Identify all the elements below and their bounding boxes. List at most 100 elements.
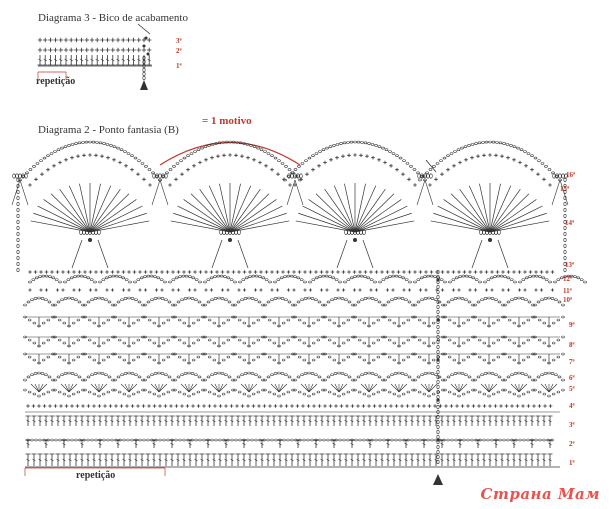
chain-symbol: [496, 390, 501, 394]
single-crochet-symbol: [317, 404, 322, 408]
chain-symbol: [106, 318, 111, 322]
double-crochet-bar: [32, 419, 36, 423]
chain-symbol: [32, 392, 37, 396]
chain-symbol: [561, 352, 565, 356]
chain-symbol: [483, 297, 488, 300]
chain-symbol: [12, 173, 16, 179]
chain-symbol: [503, 378, 507, 382]
chain-symbol: [393, 297, 398, 300]
chain-symbol: [497, 300, 502, 304]
chain-symbol: [443, 315, 447, 319]
chain-symbol: [227, 300, 232, 304]
double-crochet-bar: [53, 58, 58, 62]
chain-symbol: [489, 276, 494, 280]
single-crochet-symbol: [141, 404, 146, 408]
chain-symbol: [142, 438, 146, 442]
single-crochet-symbol: [356, 404, 360, 408]
chain-symbol: [130, 297, 135, 300]
single-crochet-symbol: [312, 404, 316, 408]
chain-symbol: [367, 142, 371, 145]
chart-line: [480, 383, 490, 393]
chain-symbol: [563, 267, 567, 273]
chain-symbol: [461, 358, 466, 362]
chain-symbol: [302, 358, 307, 362]
chain-symbol: [398, 156, 403, 160]
slip-stitch-symbol: [228, 238, 232, 242]
chain-symbol: [293, 352, 297, 356]
chain-symbol: [382, 438, 386, 442]
chain-symbol: [430, 297, 435, 300]
single-crochet-symbol: [77, 270, 82, 274]
chain-symbol: [483, 372, 488, 375]
chain-symbol: [117, 355, 122, 359]
chain-symbol: [191, 358, 196, 362]
chain-symbol: [143, 352, 147, 356]
single-crochet-symbol: [336, 270, 340, 274]
chain-symbol: [425, 171, 429, 175]
single-crochet-symbol: [180, 404, 184, 408]
double-crochet-bar: [80, 419, 84, 423]
chain-symbol: [354, 438, 358, 442]
chain-symbol: [151, 171, 155, 175]
chain-symbol: [376, 338, 381, 342]
double-crochet-bar: [314, 419, 318, 423]
chain-symbol: [41, 392, 46, 396]
chain-symbol: [524, 373, 528, 377]
chain-symbol: [167, 300, 172, 304]
double-crochet-bar: [38, 58, 42, 62]
double-crochet-bar: [332, 458, 336, 462]
chain-symbol: [297, 338, 302, 342]
single-crochet-symbol: [192, 164, 196, 168]
double-crochet-bar: [542, 419, 546, 423]
double-crochet-bar: [530, 458, 534, 462]
chain-symbol: [362, 341, 367, 345]
chain-symbol: [101, 278, 106, 281]
chain-symbol: [101, 321, 106, 325]
single-crochet-symbol: [108, 404, 113, 408]
chain-symbol: [338, 280, 342, 284]
chain-symbol: [533, 156, 538, 160]
chain-symbol: [289, 274, 294, 278]
chain-symbol: [227, 375, 232, 379]
chain-symbol: [542, 341, 547, 345]
chart-line: [33, 212, 91, 233]
single-crochet-symbol: [204, 158, 208, 162]
chain-symbol: [517, 296, 521, 300]
single-crochet-symbol: [468, 270, 472, 274]
single-crochet-symbol: [202, 404, 206, 408]
double-crochet-bar: [74, 458, 78, 462]
single-crochet-symbol: [79, 47, 84, 53]
chart-line: [544, 383, 550, 393]
single-crochet-symbol: [240, 404, 245, 408]
double-crochet-bar: [62, 458, 66, 462]
chart-line: [270, 383, 280, 393]
chart-line: [390, 383, 400, 393]
chain-symbol: [503, 388, 507, 392]
chain-symbol: [341, 321, 346, 325]
chain-symbol: [44, 298, 48, 302]
chain-symbol: [436, 394, 440, 400]
chain-symbol: [284, 165, 288, 168]
chain-symbol: [501, 335, 505, 339]
single-crochet-symbol: [130, 404, 135, 408]
single-crochet-symbol: [476, 154, 480, 158]
chain-symbol: [194, 298, 198, 302]
double-crochet-bar: [458, 442, 462, 446]
chain-symbol: [443, 388, 447, 392]
chain-symbol: [90, 373, 94, 377]
single-crochet-symbol: [367, 404, 371, 408]
single-crochet-symbol: [141, 37, 147, 43]
chain-symbol: [166, 318, 171, 322]
chart-line: [89, 183, 101, 233]
chain-symbol: [32, 341, 37, 345]
single-crochet-symbol: [374, 270, 379, 274]
chain-symbol: [182, 358, 187, 362]
double-crochet-bar: [110, 458, 114, 462]
chart-line: [489, 185, 512, 233]
chain-symbol: [161, 173, 165, 179]
chain-symbol: [247, 296, 251, 300]
chain-symbol: [531, 388, 535, 392]
chart-line: [68, 383, 78, 393]
chain-symbol: [332, 341, 337, 345]
chain-symbol: [400, 372, 405, 375]
